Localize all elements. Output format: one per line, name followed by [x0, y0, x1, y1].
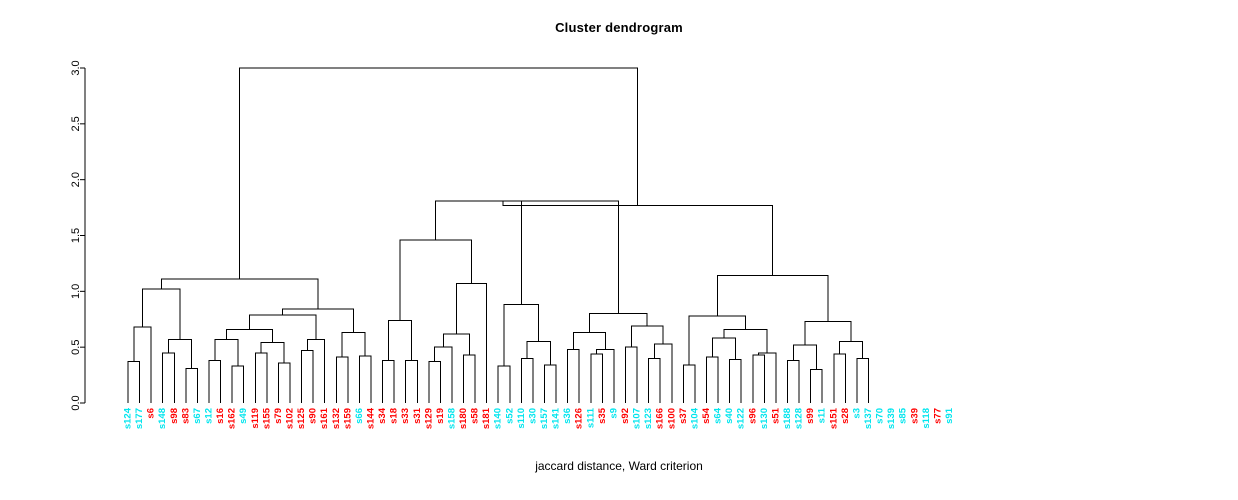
leaf-label: s30 [527, 408, 538, 424]
svg-text:0.0: 0.0 [70, 395, 82, 410]
leaf-label: s144 [365, 407, 376, 429]
leaf-label: s111 [585, 407, 596, 428]
leaf-label: s107 [632, 408, 643, 429]
leaf-label: s90 [308, 408, 319, 424]
leaf-label: s151 [828, 407, 839, 429]
leaf-label: s161 [319, 407, 330, 429]
leaf-label: s34 [377, 407, 388, 424]
dendrogram-branches [127, 67, 869, 403]
leaf-label: s37 [678, 408, 689, 424]
leaf-label: s125 [296, 407, 307, 429]
leaf-label: s28 [840, 408, 851, 424]
leaf-label: s132 [331, 408, 342, 429]
leaf-label: s126 [574, 408, 585, 429]
leaf-label: s54 [701, 407, 712, 424]
leaf-label: s177 [134, 408, 145, 429]
leaf-label: s3 [851, 408, 862, 419]
leaf-label: s91 [944, 407, 955, 424]
page-title: Cluster dendrogram [555, 20, 683, 35]
leaf-label: s35 [597, 407, 608, 424]
leaf-label: s31 [412, 407, 423, 424]
svg-text:0.5: 0.5 [70, 340, 82, 355]
leaf-label: s180 [458, 408, 469, 429]
leaf-label: s58 [470, 408, 481, 424]
leaf-label: s157 [539, 408, 550, 429]
leaf-label: s148 [157, 408, 168, 429]
leaf-label: s77 [932, 408, 943, 424]
leaf-label: s155 [261, 407, 272, 429]
y-axis: 0.0 0.5 1.0 1.5 2.0 2.5 3.0 [70, 60, 86, 411]
leaf-label: s119 [250, 408, 261, 429]
leaf-label: s79 [273, 408, 284, 424]
leaf-label: s159 [342, 408, 353, 429]
svg-text:2.0: 2.0 [70, 172, 82, 187]
leaf-label: s70 [875, 408, 886, 424]
leaf-label: s52 [504, 408, 515, 424]
leaf-label: s188 [782, 408, 793, 429]
leaf-label: s110 [516, 408, 527, 429]
leaf-label: s137 [863, 408, 874, 429]
leaf-label: s158 [446, 408, 457, 429]
leaf-label: s102 [284, 408, 295, 429]
svg-text:1.0: 1.0 [70, 284, 82, 299]
leaf-label: s33 [400, 408, 411, 424]
leaf-label: s100 [666, 408, 677, 429]
leaf-label: s85 [898, 407, 909, 424]
leaf-label: s181 [481, 407, 492, 429]
leaf-label: s128 [794, 408, 805, 429]
leaf-label: s40 [724, 408, 735, 424]
leaf-label: s9 [608, 408, 619, 419]
leaf-label: s6 [146, 408, 157, 419]
leaf-label: s99 [805, 408, 816, 424]
leaf-label: s39 [909, 408, 920, 424]
leaf-label: s11 [817, 407, 828, 423]
leaf-label: s66 [354, 408, 365, 424]
leaf-label: s36 [562, 408, 573, 424]
leaf-label: s129 [423, 408, 434, 429]
leaf-label: s96 [747, 408, 758, 424]
leaf-label: s124 [123, 407, 134, 429]
leaf-label: s141 [551, 407, 562, 429]
leaf-label: s166 [655, 408, 666, 429]
leaf-label: s83 [180, 408, 191, 424]
leaf-label: s139 [886, 408, 897, 429]
leaf-label: s49 [238, 408, 249, 424]
leaf-label: s92 [620, 408, 631, 424]
svg-text:2.5: 2.5 [70, 116, 82, 131]
leaf-label: s67 [192, 408, 203, 424]
leaf-label: s51 [770, 407, 781, 424]
leaf-label: s140 [493, 408, 504, 429]
leaf-label: s18 [389, 408, 400, 424]
svg-text:3.0: 3.0 [70, 60, 82, 75]
leaf-label: s64 [713, 407, 724, 424]
leaf-label: s98 [169, 408, 180, 424]
x-axis-caption: jaccard distance, Ward criterion [535, 459, 703, 473]
leaf-label: s104 [689, 407, 700, 429]
leaf-label: s118 [921, 408, 932, 429]
leaf-label: s122 [736, 408, 747, 429]
leaf-label: s123 [643, 408, 654, 429]
leaf-label: s16 [215, 408, 226, 424]
leaf-label: s12 [203, 408, 214, 424]
leaf-label: s130 [759, 408, 770, 429]
svg-text:1.5: 1.5 [70, 228, 82, 243]
leaf-label: s19 [435, 408, 446, 424]
leaf-label: s162 [227, 408, 238, 429]
